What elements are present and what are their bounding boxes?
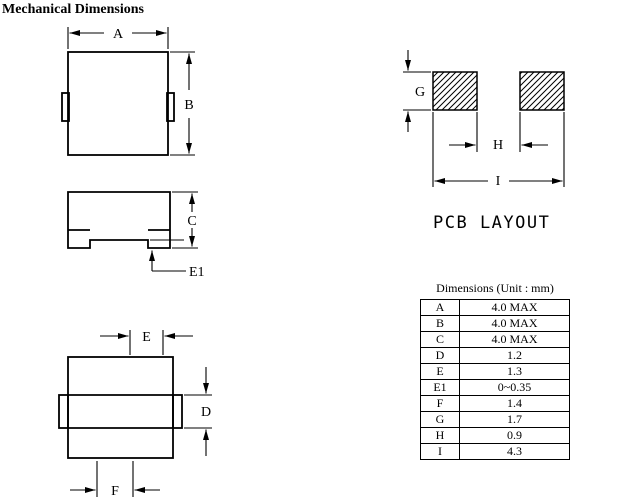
dimension-E1: E1 bbox=[149, 239, 205, 280]
param-cell: I bbox=[420, 443, 460, 460]
value-cell: 1.4 bbox=[459, 395, 570, 412]
table-row: C 4.0 MAX bbox=[420, 331, 570, 348]
dim-label-F: F bbox=[111, 484, 119, 498]
value-cell: 1.2 bbox=[459, 347, 570, 364]
dim-label-I: I bbox=[496, 174, 501, 189]
dimensions-table-section: Dimensions (Unit : mm) A 4.0 MAX B 4.0 M… bbox=[420, 281, 570, 460]
value-cell: 1.3 bbox=[459, 363, 570, 380]
page-title: Mechanical Dimensions bbox=[2, 2, 144, 17]
param-cell: E1 bbox=[420, 379, 460, 396]
pcb-pad-left bbox=[432, 71, 478, 111]
dim-label-B: B bbox=[184, 98, 193, 113]
dimension-D: D bbox=[184, 367, 212, 456]
table-row: E 1.3 bbox=[420, 363, 570, 380]
dim-label-E1: E1 bbox=[189, 265, 205, 280]
table-title: Dimensions (Unit : mm) bbox=[436, 281, 554, 295]
param-cell: G bbox=[420, 411, 460, 428]
dimension-F: F bbox=[70, 461, 160, 498]
front-view-outline bbox=[58, 356, 183, 459]
dim-label-E: E bbox=[142, 330, 151, 345]
dim-label-H: H bbox=[493, 138, 503, 153]
top-view-left-terminal bbox=[61, 92, 70, 122]
front-view-left-terminal bbox=[58, 394, 69, 429]
dimension-E: E bbox=[100, 330, 193, 355]
front-view-right-terminal bbox=[172, 394, 183, 429]
pcb-pad-right bbox=[519, 71, 565, 111]
dim-label-A: A bbox=[113, 27, 124, 42]
table-row: B 4.0 MAX bbox=[420, 315, 570, 332]
pcb-layout bbox=[432, 71, 565, 111]
table-row: G 1.7 bbox=[420, 411, 570, 428]
table-row: I 4.3 bbox=[420, 443, 570, 460]
value-cell: 4.0 MAX bbox=[459, 299, 570, 316]
side-view-outline bbox=[67, 191, 171, 249]
dimension-H: H bbox=[449, 112, 548, 153]
dim-label-C: C bbox=[187, 214, 196, 229]
dimension-G: G bbox=[403, 50, 431, 132]
param-cell: A bbox=[420, 299, 460, 316]
param-cell: E bbox=[420, 363, 460, 380]
table-row: H 0.9 bbox=[420, 427, 570, 444]
dim-label-D: D bbox=[201, 405, 211, 420]
dimensions-table: A 4.0 MAX B 4.0 MAX C 4.0 MAX D 1.2 E bbox=[420, 299, 570, 460]
dimension-A: A bbox=[67, 27, 169, 49]
value-cell: 4.0 MAX bbox=[459, 331, 570, 348]
dimension-I: I bbox=[432, 112, 565, 189]
param-cell: F bbox=[420, 395, 460, 412]
dimension-B: B bbox=[170, 51, 195, 156]
table-row: F 1.4 bbox=[420, 395, 570, 412]
value-cell: 0.9 bbox=[459, 427, 570, 444]
dim-label-G: G bbox=[415, 85, 425, 100]
top-view-right-terminal bbox=[166, 92, 175, 122]
table-row: E1 0~0.35 bbox=[420, 379, 570, 396]
dimension-C: C bbox=[172, 191, 198, 249]
param-cell: H bbox=[420, 427, 460, 444]
value-cell: 1.7 bbox=[459, 411, 570, 428]
value-cell: 4.3 bbox=[459, 443, 570, 460]
table-row: D 1.2 bbox=[420, 347, 570, 364]
param-cell: C bbox=[420, 331, 460, 348]
param-cell: B bbox=[420, 315, 460, 332]
pcb-layout-label: PCB LAYOUT bbox=[433, 213, 550, 233]
table-row: A 4.0 MAX bbox=[420, 299, 570, 316]
value-cell: 0~0.35 bbox=[459, 379, 570, 396]
value-cell: 4.0 MAX bbox=[459, 315, 570, 332]
top-view-outline bbox=[61, 51, 175, 156]
param-cell: D bbox=[420, 347, 460, 364]
